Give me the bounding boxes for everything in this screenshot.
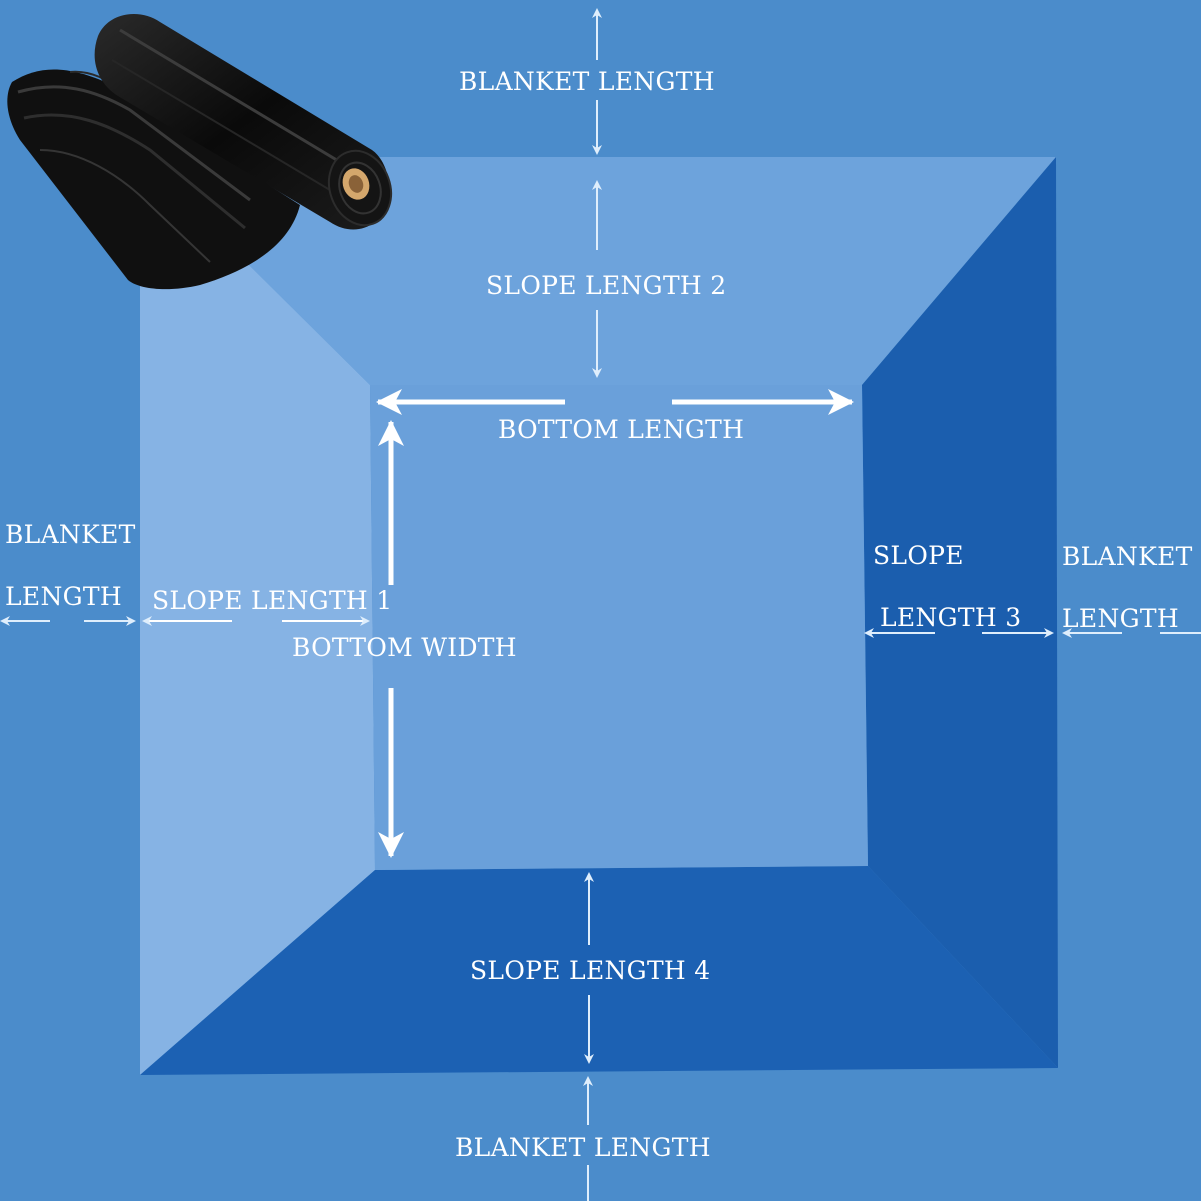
slope-length-4-label: SLOPE LENGTH 4 — [470, 956, 711, 985]
slope-right-face — [862, 157, 1058, 1068]
slope-length-2-label: SLOPE LENGTH 2 — [486, 271, 727, 300]
bottom-length-label: BOTTOM LENGTH — [498, 415, 745, 444]
slope-bottom-face — [140, 866, 1058, 1075]
bottom-width-label: BOTTOM WIDTH — [292, 633, 517, 662]
right-blanket-label-line1: BLANKET — [1062, 542, 1193, 571]
top-blanket-length-label: BLANKET LENGTH — [459, 67, 715, 96]
slope-left-face — [140, 157, 375, 1075]
left-blanket-label-line1: BLANKET — [5, 520, 136, 549]
left-blanket-label-line2: LENGTH — [5, 582, 122, 611]
slope-length-3-label-line1: SLOPE — [873, 541, 964, 570]
right-blanket-label-line2: LENGTH — [1062, 604, 1179, 633]
slope-length-3-label-line2: LENGTH 3 — [880, 603, 1022, 632]
pond-floor — [370, 385, 868, 870]
bottom-blanket-length-label: BLANKET LENGTH — [455, 1133, 711, 1162]
liner-roll-icon — [7, 13, 393, 290]
slope-length-1-label: SLOPE LENGTH 1 — [152, 586, 393, 615]
